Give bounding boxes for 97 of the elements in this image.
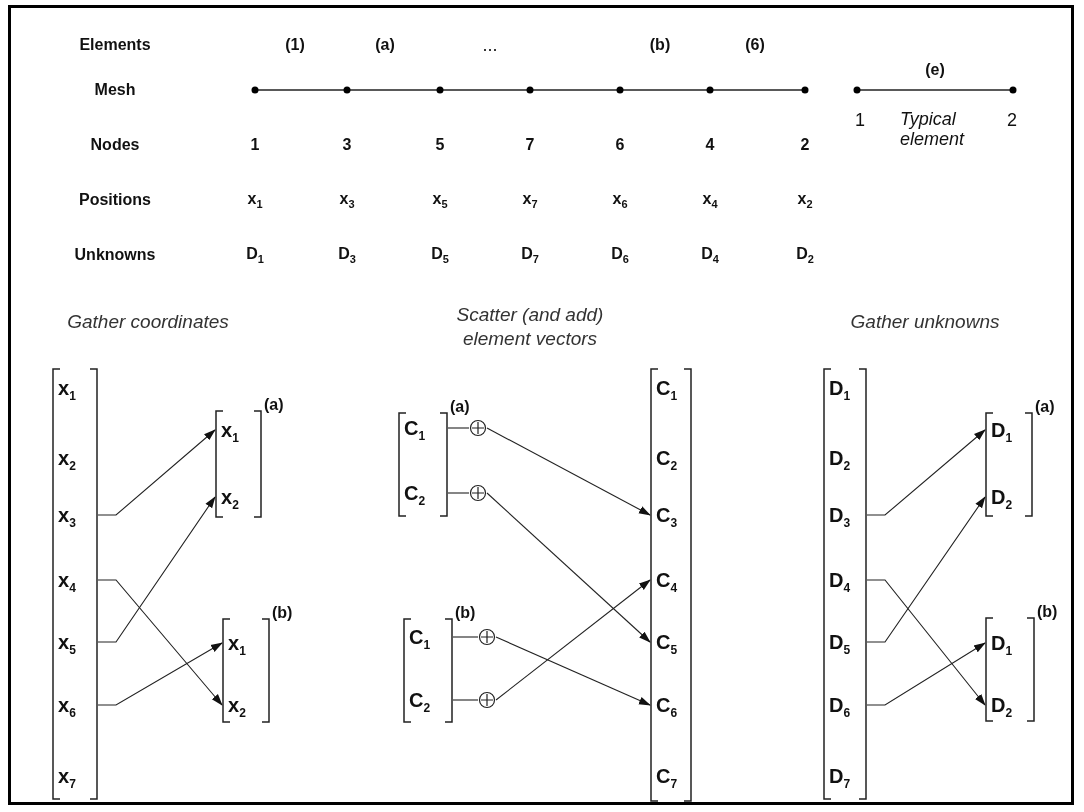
node-number: 6 <box>615 136 625 154</box>
node-number: 7 <box>525 136 535 154</box>
row-label: Elements <box>79 36 151 54</box>
position-value: x$_{6}$ <box>612 189 628 211</box>
arrow <box>866 579 986 706</box>
position-value: x$_{2}$ <box>797 189 813 211</box>
vector-entry: x$_{2}$ <box>222 690 270 720</box>
arrow <box>495 579 651 701</box>
node-number: 3 <box>342 136 352 154</box>
vector-entry: C$_{3}$ <box>650 500 692 530</box>
element-number: (b) <box>649 36 671 54</box>
vector-entry: x$_{3}$ <box>52 500 98 530</box>
row-label: Positions <box>79 191 151 209</box>
row-label: Unknowns <box>74 246 156 264</box>
node-number: 4 <box>705 136 715 154</box>
row-label: Mesh <box>94 81 136 99</box>
vector-entry: D$_{1}$ <box>985 628 1035 658</box>
vector-entry: D$_{3}$ <box>823 500 867 530</box>
node-number: 2 <box>1007 109 1017 131</box>
position-value: x$_{4}$ <box>702 189 718 211</box>
vector-entry: C$_{1}$ <box>403 622 453 652</box>
vector-entry: x$_{4}$ <box>52 565 98 595</box>
vector-entry: C$_{1}$ <box>398 413 448 443</box>
vector-entry: C$_{2}$ <box>650 443 692 473</box>
plus-circle-icon <box>469 484 487 502</box>
element-number: (1) <box>285 36 305 54</box>
arrow <box>97 642 223 706</box>
element-number: (6) <box>745 36 765 54</box>
vector-entry: x$_{1}$ <box>222 628 270 658</box>
arrow <box>866 496 986 643</box>
arrow <box>866 429 986 516</box>
vector-entry: x$_{6}$ <box>52 690 98 720</box>
vector-entry: D$_{4}$ <box>823 565 867 595</box>
unknown-value: D$_{1}$ <box>246 244 264 266</box>
vector-entry: C$_{6}$ <box>650 690 692 720</box>
arrow <box>486 492 651 643</box>
vector-entry: x$_{7}$ <box>52 761 98 791</box>
vector-entry: C$_{4}$ <box>650 565 692 595</box>
vector-entry: x$_{2}$ <box>52 443 98 473</box>
unknown-value: D$_{6}$ <box>611 244 629 266</box>
section-heading: Gather unknowns <box>850 310 1000 334</box>
connector-line <box>447 492 470 494</box>
vector-tag: (a) <box>450 398 470 416</box>
element-number: (a) <box>375 36 395 54</box>
vector-entry: C$_{1}$ <box>650 373 692 403</box>
vector-entry: x$_{1}$ <box>215 415 262 445</box>
position-value: x$_{7}$ <box>522 189 538 211</box>
arrow <box>97 496 216 643</box>
vector-tag: (a) <box>264 396 284 414</box>
vector-entry: D$_{5}$ <box>823 627 867 657</box>
vector-tag: (a) <box>1035 398 1055 416</box>
position-value: x$_{1}$ <box>247 189 263 211</box>
plus-circle-icon <box>478 628 496 646</box>
arrow <box>486 427 651 516</box>
unknown-value: D$_{2}$ <box>796 244 814 266</box>
vector-entry: x$_{1}$ <box>52 373 98 403</box>
vector-tag: (b) <box>272 604 293 622</box>
arrow <box>866 642 986 706</box>
vector-entry: C$_{2}$ <box>403 685 453 715</box>
caption-text: Typical element <box>900 110 966 150</box>
vector-tag: (b) <box>1037 603 1058 621</box>
vector-entry: D$_{6}$ <box>823 690 867 720</box>
vector-entry: x$_{2}$ <box>215 482 262 512</box>
section-heading: Scatter (and add) element vectors <box>455 303 605 351</box>
connector-line <box>447 427 470 429</box>
arrow <box>495 636 651 706</box>
vector-entry: D$_{2}$ <box>985 690 1035 720</box>
node-number: 1 <box>855 109 865 131</box>
vector-entry: C$_{5}$ <box>650 627 692 657</box>
vector-entry: D$_{2}$ <box>823 443 867 473</box>
unknown-value: D$_{7}$ <box>521 244 539 266</box>
ellipsis: ... <box>482 34 498 56</box>
vector-entry: C$_{2}$ <box>398 478 448 508</box>
node-number: 2 <box>800 136 810 154</box>
connector-line <box>452 699 479 701</box>
section-heading: Gather coordinates <box>67 310 229 334</box>
element-number: (e) <box>925 61 945 79</box>
position-value: x$_{5}$ <box>432 189 448 211</box>
vector-entry: D$_{1}$ <box>823 373 867 403</box>
node-number: 5 <box>435 136 445 154</box>
vector-tag: (b) <box>455 604 476 622</box>
connector-line <box>452 636 479 638</box>
unknown-value: D$_{3}$ <box>338 244 356 266</box>
arrow <box>97 429 216 516</box>
vector-entry: C$_{7}$ <box>650 761 692 791</box>
unknown-value: D$_{4}$ <box>701 244 719 266</box>
row-label: Nodes <box>90 136 140 154</box>
vector-entry: D$_{1}$ <box>985 415 1033 445</box>
vector-entry: x$_{5}$ <box>52 627 98 657</box>
vector-entry: D$_{7}$ <box>823 761 867 791</box>
arrow <box>97 579 223 706</box>
plus-circle-icon <box>478 691 496 709</box>
node-number: 1 <box>250 136 260 154</box>
plus-circle-icon <box>469 419 487 437</box>
vector-entry: D$_{2}$ <box>985 482 1033 512</box>
position-value: x$_{3}$ <box>339 189 355 211</box>
unknown-value: D$_{5}$ <box>431 244 449 266</box>
